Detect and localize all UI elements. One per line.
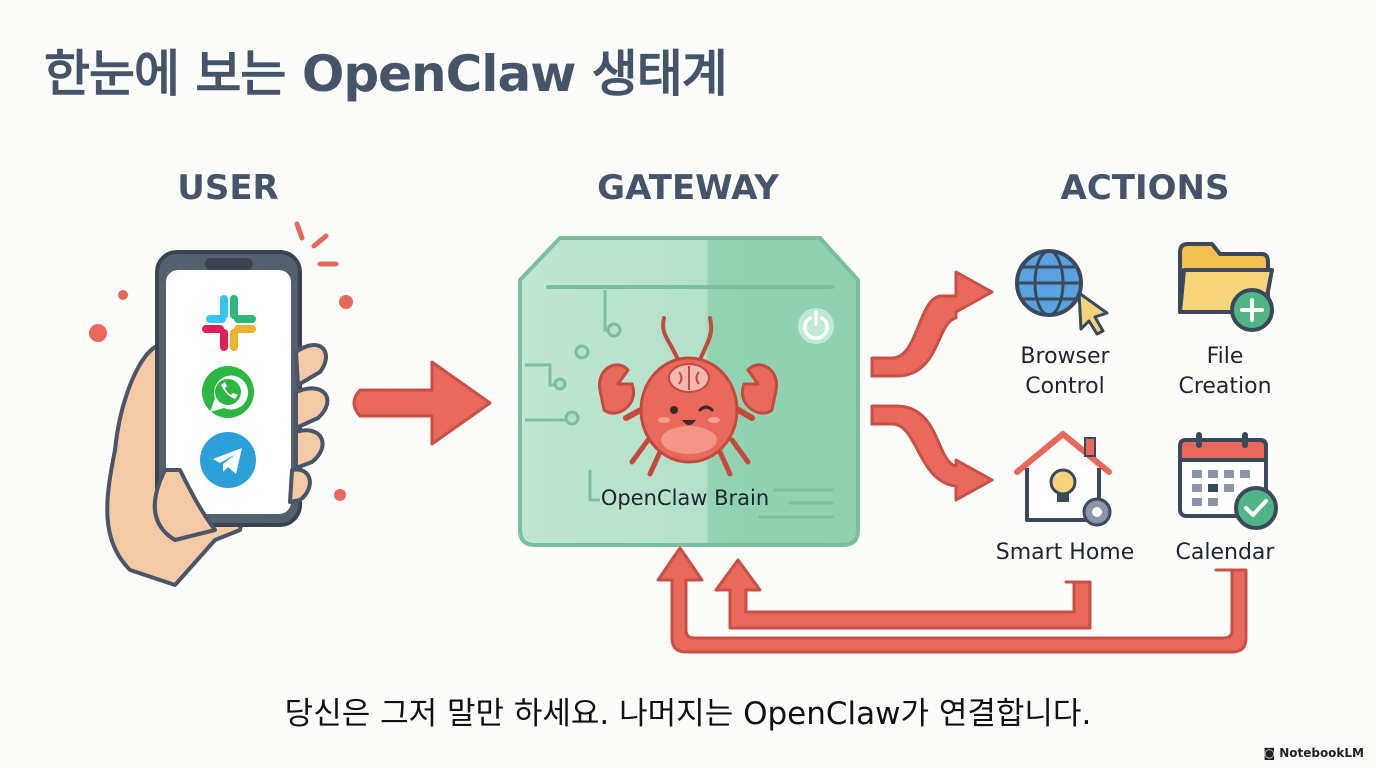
action-label-text: Browser Control — [1020, 344, 1110, 399]
action-smart-home-label: Smart Home — [995, 540, 1135, 565]
caption: 당신은 그저 말만 하세요. 나머지는 OpenClaw가 연결합니다. — [284, 696, 1092, 732]
folder-plus-icon — [1178, 242, 1274, 332]
action-calendar-label: Calendar — [1175, 540, 1275, 565]
arrow-gateway-to-lower-actions — [870, 404, 994, 502]
section-user-heading: USER — [177, 168, 279, 208]
globe-cursor-icon — [1015, 249, 1109, 336]
section-actions-heading: ACTIONS — [1060, 168, 1230, 208]
action-label-text: File Creation — [1178, 344, 1272, 399]
smart-home-icon — [1014, 431, 1112, 527]
notebooklm-logo-icon: ◙ — [1263, 746, 1276, 760]
power-icon — [798, 308, 834, 344]
arrow-smarthome-return — [714, 558, 1092, 630]
notebooklm-badge: ◙ NotebookLM — [1264, 746, 1364, 760]
whatsapp-icon — [202, 366, 254, 418]
slack-icon — [202, 295, 256, 351]
gateway-label: OpenClaw Brain — [600, 486, 770, 510]
branding-label: NotebookLM — [1279, 746, 1364, 760]
crab-mascot-icon — [598, 316, 778, 477]
calendar-check-icon — [1178, 432, 1278, 530]
action-browser-control-label: Browser Control — [990, 342, 1140, 402]
arrow-gateway-to-upper-actions — [870, 270, 994, 378]
page-title: 한눈에 보는 OpenClaw 생태계 — [44, 45, 728, 103]
arrow-user-to-gateway — [352, 360, 492, 446]
section-gateway-heading: GATEWAY — [597, 168, 779, 208]
arrow-calendar-return — [656, 546, 1248, 654]
telegram-icon — [200, 432, 256, 488]
action-file-creation-label: File Creation — [1150, 342, 1300, 402]
